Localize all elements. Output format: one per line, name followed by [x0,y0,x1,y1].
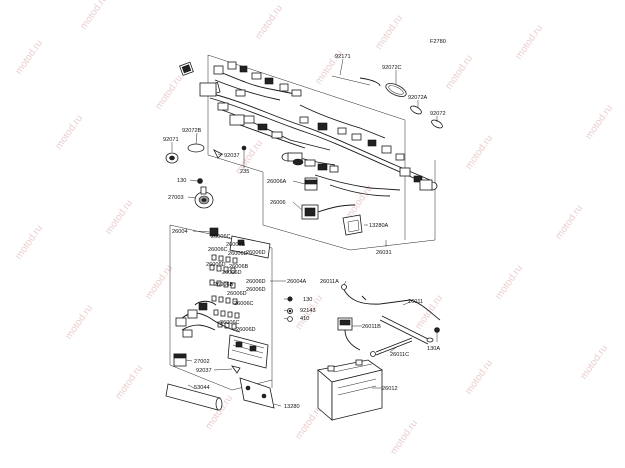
watermark-layer: motod.ru motod.ru motod.ru motod.ru moto… [13,0,615,457]
label-26011b: 26011B [362,324,381,330]
label-26006d: 26006D [222,270,242,276]
watermark: motod.ru [463,358,495,397]
watermark: motod.ru [583,103,615,142]
label-130-top: 130 [177,178,186,184]
label-26006c: 26006C [211,234,231,240]
label-410: 410 [300,316,309,322]
watermark: motod.ru [53,113,85,152]
label-92072c: 92072C [382,65,402,71]
watermark: motod.ru [463,133,495,172]
label-26006c: 26006C [220,320,240,326]
label-92171: 92171 [335,54,351,60]
figure-code: F2780 [430,39,446,45]
label-26031: 26031 [376,250,392,256]
watermark: motod.ru [63,303,95,342]
label-26006d: 26006D [227,291,247,297]
watermark: motod.ru [388,418,420,457]
watermark: motod.ru [373,13,405,52]
label-92072: 92072 [430,111,446,117]
label-26011: 26011 [408,299,423,305]
watermark: motod.ru [13,38,45,77]
label-53044: 53044 [194,385,210,391]
label-26004a: 26004A [287,279,307,285]
label-26011c: 26011C [390,352,409,358]
watermark: motod.ru [493,263,525,302]
label-26004: 26004 [172,229,188,235]
label-92072b: 92072B [182,128,202,134]
label-92037-bottom: 92037 [196,368,212,374]
battery-group [286,284,441,421]
label-13280: 13280 [284,404,300,410]
label-26006: 26006 [270,200,286,206]
label-26006d: 26006D [246,250,266,256]
label-26006d: 26006D [246,279,266,285]
label-26006d: 26006D [236,327,256,333]
label-27003: 27003 [168,195,184,201]
label-26006c: 26006C [208,247,228,253]
label-92072a: 92072A [408,95,428,101]
junction-box-group [165,224,275,411]
watermark: motod.ru [143,263,175,302]
main-harness-group [179,54,438,251]
leader-lines [171,58,438,407]
label-26012: 26012 [382,386,398,392]
label-26006d: 26006D [228,251,248,257]
label-13280a: 13280A [369,223,389,229]
label-26006b: 26006B [226,242,246,248]
label-26011a: 26011A [320,279,339,285]
label-92037-top: 92037 [224,153,240,159]
watermark: motod.ru [578,343,610,382]
label-26006c: 26006C [234,301,254,307]
watermark: motod.ru [513,23,545,62]
watermark: motod.ru [153,73,185,112]
label-26006b: 26006B [214,282,234,288]
part-labels: 92171 92072C 92072A 92072 92071 92072B 9… [163,54,446,410]
label-235: 235 [240,169,249,175]
label-92143: 92143 [300,308,316,314]
clamp-group [165,75,443,209]
watermark: motod.ru [103,198,135,237]
watermark: motod.ru [443,53,475,92]
watermark: motod.ru [113,363,145,402]
label-26006d: 26006D [206,262,226,268]
label-130-mid: 130 [303,297,312,303]
label-26006b: 26006B [229,264,249,270]
label-26006d: 26006D [246,287,266,293]
watermark: motod.ru [13,223,45,262]
watermark: motod.ru [78,0,110,32]
label-27002: 27002 [194,359,210,365]
watermark: motod.ru [253,3,285,42]
label-26006a: 26006A [267,179,287,185]
label-130a: 130A [427,346,440,352]
watermark: motod.ru [553,203,585,242]
label-92071: 92071 [163,137,179,143]
